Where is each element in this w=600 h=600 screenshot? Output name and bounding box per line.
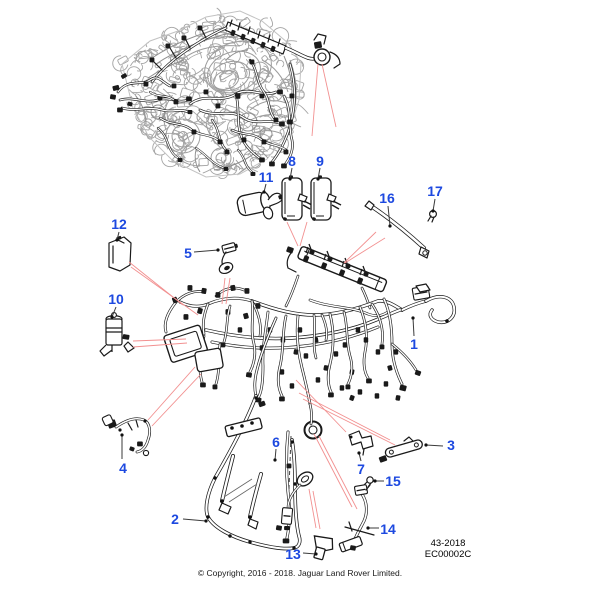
svg-text:3: 3 (447, 437, 455, 453)
svg-text:6: 6 (272, 434, 280, 450)
svg-text:© Copyright, 2016 - 2018. Jagu: © Copyright, 2016 - 2018. Jaguar Land Ro… (198, 568, 402, 578)
svg-text:1: 1 (410, 336, 418, 352)
svg-text:2: 2 (171, 511, 179, 527)
svg-text:15: 15 (385, 473, 401, 489)
svg-text:EC00002C: EC00002C (425, 549, 472, 560)
svg-text:7: 7 (357, 461, 365, 477)
svg-text:17: 17 (427, 183, 443, 199)
svg-text:5: 5 (184, 245, 192, 261)
svg-text:4: 4 (119, 460, 127, 476)
svg-text:9: 9 (316, 153, 324, 169)
svg-text:16: 16 (379, 190, 395, 206)
svg-text:8: 8 (288, 153, 296, 169)
svg-text:43-2018: 43-2018 (431, 538, 466, 549)
svg-text:13: 13 (285, 546, 301, 562)
svg-text:10: 10 (108, 291, 124, 307)
svg-text:12: 12 (111, 216, 127, 232)
svg-text:14: 14 (380, 521, 396, 537)
svg-text:11: 11 (259, 169, 274, 185)
